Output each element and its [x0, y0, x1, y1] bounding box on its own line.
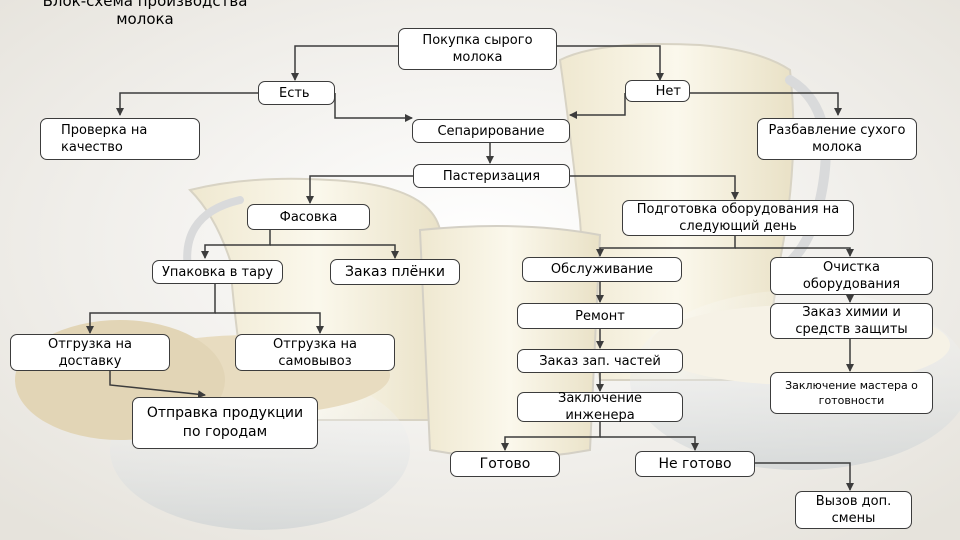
- box-service: Обслуживание: [522, 257, 682, 282]
- diagram-title: Блок-схема производства молока: [20, 0, 270, 28]
- box-dry-milk-dilution-line2: молока: [812, 139, 862, 156]
- box-extra-shift-call-line2: смены: [832, 510, 876, 527]
- box-equipment-cleaning-line2: оборудования: [803, 276, 900, 293]
- box-raw-milk-purchase-line2: молока: [453, 49, 503, 66]
- box-container-packing: Упаковка в тару: [152, 260, 283, 284]
- box-pickup-shipment-line1: Отгрузка на: [273, 336, 357, 353]
- box-separation: Сепарирование: [412, 119, 570, 143]
- box-delivery-shipment: Отгрузка на доставку: [10, 334, 170, 371]
- box-master-conclusion-line2: готовности: [819, 393, 885, 408]
- box-chemicals-order-line1: Заказ химии и: [802, 304, 901, 321]
- box-quality-check: Проверка на качество: [40, 118, 200, 160]
- box-raw-milk-purchase-line1: Покупка сырого: [422, 32, 532, 49]
- box-delivery-shipment-line1: Отгрузка на: [48, 336, 132, 353]
- box-pickup-shipment-line2: самовывоз: [278, 353, 351, 370]
- box-ready: Готово: [450, 451, 560, 477]
- box-equipment-cleaning: Очистка оборудования: [770, 257, 933, 295]
- box-city-shipping-line1: Отправка продукции: [147, 404, 303, 423]
- box-service-label: Обслуживание: [551, 261, 653, 278]
- box-chemicals-order: Заказ химии и средств защиты: [770, 303, 933, 339]
- box-film-order: Заказ плёнки: [330, 259, 460, 285]
- box-chemicals-order-line2: средств защиты: [795, 321, 907, 338]
- box-spare-parts-order: Заказ зап. частей: [517, 349, 683, 373]
- box-delivery-shipment-line2: доставку: [59, 353, 122, 370]
- box-packaging-label: Фасовка: [280, 209, 338, 226]
- box-repair: Ремонт: [517, 303, 683, 329]
- box-equipment-prep-line1: Подготовка оборудования на: [637, 201, 839, 218]
- box-yes: Есть: [258, 81, 335, 105]
- box-container-packing-label: Упаковка в тару: [162, 264, 273, 281]
- box-extra-shift-call-line1: Вызов доп.: [816, 493, 891, 510]
- box-not-ready: Не готово: [635, 451, 755, 477]
- box-packaging: Фасовка: [247, 204, 370, 230]
- box-dry-milk-dilution: Разбавление сухого молока: [757, 118, 917, 160]
- box-quality-check-line1: Проверка на: [61, 122, 147, 139]
- box-separation-label: Сепарирование: [437, 123, 544, 140]
- box-film-order-label: Заказ плёнки: [345, 264, 445, 281]
- box-engineer-conclusion-line2: инженера: [565, 407, 634, 424]
- diagram-title-line1: Блок-схема производства: [20, 0, 270, 10]
- box-equipment-prep: Подготовка оборудования на следующий ден…: [622, 200, 854, 236]
- box-not-ready-label: Не готово: [658, 456, 731, 473]
- box-engineer-conclusion-line1: Заключение: [558, 390, 642, 407]
- box-repair-label: Ремонт: [575, 308, 625, 325]
- box-quality-check-line2: качество: [61, 139, 123, 156]
- box-extra-shift-call: Вызов доп. смены: [795, 491, 912, 529]
- box-pickup-shipment: Отгрузка на самовывоз: [235, 334, 395, 371]
- box-no-label: Нет: [656, 83, 681, 100]
- box-equipment-cleaning-line1: Очистка: [823, 259, 880, 276]
- diagram-title-line2: молока: [20, 10, 270, 28]
- box-no: Нет: [625, 80, 690, 102]
- box-raw-milk-purchase: Покупка сырого молока: [398, 28, 557, 70]
- box-dry-milk-dilution-line1: Разбавление сухого: [768, 122, 905, 139]
- box-pasteurization-label: Пастеризация: [443, 168, 540, 185]
- box-ready-label: Готово: [480, 456, 531, 473]
- box-pasteurization: Пастеризация: [413, 164, 570, 188]
- box-city-shipping: Отправка продукции по городам: [132, 397, 318, 449]
- box-engineer-conclusion: Заключение инженера: [517, 392, 683, 422]
- box-master-conclusion: Заключение мастера о готовности: [770, 372, 933, 414]
- box-yes-label: Есть: [279, 85, 310, 102]
- box-master-conclusion-line1: Заключение мастера о: [785, 378, 918, 393]
- box-equipment-prep-line2: следующий день: [679, 218, 797, 235]
- box-city-shipping-line2: по городам: [183, 423, 267, 442]
- box-spare-parts-order-label: Заказ зап. частей: [539, 353, 661, 370]
